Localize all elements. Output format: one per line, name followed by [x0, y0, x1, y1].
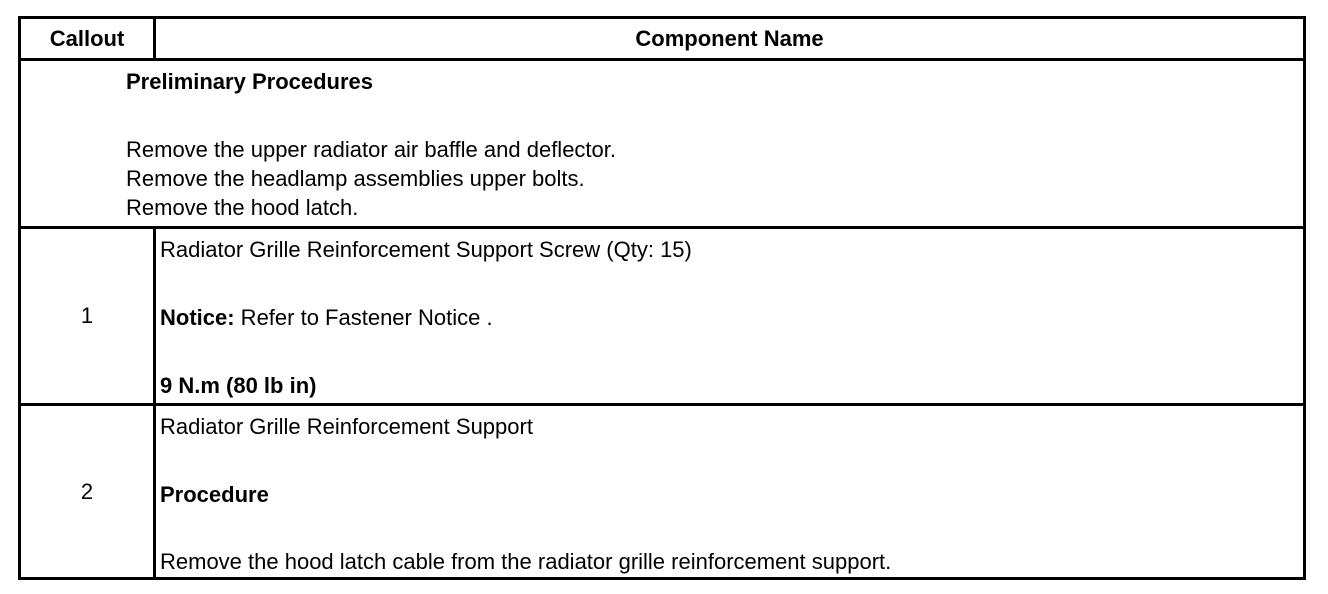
- table-header-row: Callout Component Name: [21, 19, 1303, 61]
- callout-column-header: Callout: [49, 25, 125, 51]
- callout-number: 1: [80, 303, 94, 328]
- column-divider: [153, 229, 156, 403]
- notice-label: Notice:: [160, 305, 235, 330]
- preliminary-step-3: Remove the hood latch.: [126, 195, 359, 220]
- preliminary-procedures-title: Preliminary Procedures: [126, 69, 374, 94]
- component-name: Radiator Grille Reinforcement Support: [160, 414, 533, 439]
- preliminary-step-1: Remove the upper radiator air baffle and…: [126, 137, 617, 162]
- preliminary-step-2: Remove the headlamp assemblies upper bol…: [126, 166, 585, 191]
- notice-text: Refer to Fastener Notice .: [234, 305, 493, 330]
- component-name: Radiator Grille Reinforcement Support Sc…: [160, 237, 692, 262]
- procedure-text: Remove the hood latch cable from the rad…: [160, 549, 892, 574]
- preliminary-procedures-row: Preliminary Procedures Remove the upper …: [21, 61, 1303, 229]
- column-divider: [153, 19, 156, 58]
- table-row: 2 Radiator Grille Reinforcement Support …: [21, 406, 1303, 577]
- procedure-label: Procedure: [160, 482, 269, 507]
- column-divider: [153, 406, 156, 577]
- notice-line: Notice: Refer to Fastener Notice .: [160, 305, 1295, 331]
- components-table: Callout Component Name Preliminary Proce…: [18, 16, 1306, 580]
- callout-number: 2: [80, 478, 94, 504]
- component-name-column-header: Component Name: [635, 25, 824, 51]
- torque-spec: 9 N.m (80 lb in): [160, 373, 317, 398]
- table-row: 1 Radiator Grille Reinforcement Support …: [21, 229, 1303, 406]
